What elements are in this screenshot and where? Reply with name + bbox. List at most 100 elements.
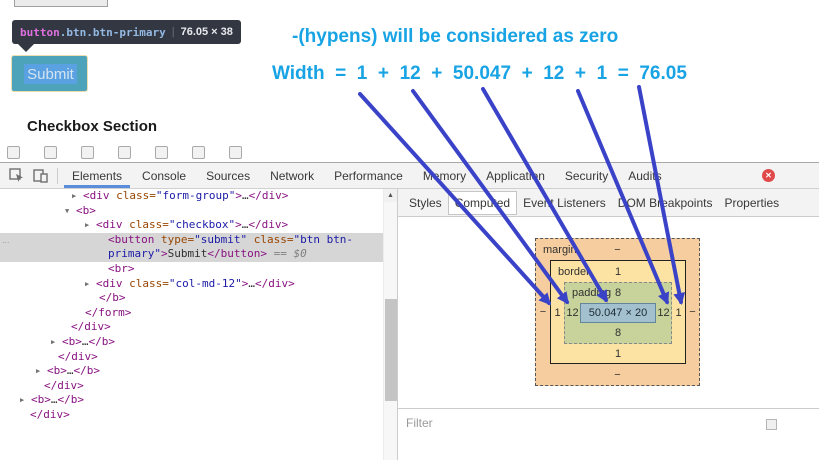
- border-right-value: 1: [675, 307, 682, 319]
- border-left-value: 1: [554, 307, 561, 319]
- code-segment: </div>: [58, 349, 98, 363]
- border-label: border: [558, 265, 590, 278]
- dom-node-row[interactable]: </b>: [0, 291, 383, 306]
- device-toolbar-icon[interactable]: [32, 168, 48, 184]
- tooltip-separator: |: [171, 26, 175, 38]
- dom-node-row[interactable]: </div>: [0, 350, 383, 365]
- text-input-partial[interactable]: [14, 0, 108, 7]
- dom-node-row[interactable]: ▼ <b>: [0, 204, 383, 219]
- dom-node-row[interactable]: ▶<div class="form-group">…</div>: [0, 189, 383, 204]
- collapsed-arrow-icon[interactable]: ▶: [20, 396, 25, 405]
- code-segment: >: [235, 218, 242, 232]
- panel-divider[interactable]: [397, 189, 398, 460]
- dom-node-row[interactable]: <br>: [0, 262, 383, 277]
- code-segment: class=: [109, 189, 156, 202]
- dom-node-row[interactable]: </div>: [0, 320, 383, 335]
- code-segment: <button: [108, 232, 155, 246]
- tooltip-dimensions: 76.05 × 38: [180, 26, 233, 38]
- checkbox-3[interactable]: [81, 146, 94, 159]
- checkbox-6[interactable]: [192, 146, 205, 159]
- code-segment: …: [241, 189, 249, 202]
- tab-application[interactable]: Application: [486, 168, 545, 183]
- tab-elements[interactable]: Elements: [62, 163, 132, 188]
- dom-node-row[interactable]: ▶<div class="checkbox">…</div>: [0, 218, 383, 233]
- dom-node-row[interactable]: ▶<b>…</b>: [0, 393, 383, 408]
- box-model-margin[interactable]: margin − − border 1 1: [535, 238, 700, 386]
- code-segment: …: [66, 364, 74, 378]
- code-segment: <br>: [108, 261, 135, 275]
- dom-node-row[interactable]: </form>: [0, 306, 383, 321]
- sidebar-tabs: Styles Computed Event Listeners DOM Breakpo…: [398, 189, 819, 217]
- code-segment: "col-md-12": [168, 276, 242, 290]
- inspect-tooltip: button.btn.btn-primary | 76.05 × 38: [12, 20, 241, 44]
- code-segment: >: [235, 189, 242, 202]
- collapsed-arrow-icon[interactable]: ▶: [85, 221, 90, 230]
- tooltip-caret: [18, 44, 34, 52]
- box-model-border[interactable]: border 1 1 padding 8 12: [550, 260, 686, 364]
- sidebar-tab-properties[interactable]: Properties: [724, 195, 780, 210]
- scrollbar-thumb[interactable]: [385, 299, 397, 401]
- elements-scrollbar[interactable]: ▲: [383, 189, 397, 460]
- checkbox-7[interactable]: [229, 146, 242, 159]
- padding-bottom-value: 8: [614, 327, 622, 339]
- filter-bar: [398, 408, 819, 460]
- dom-node-row[interactable]: ▶<b>…</b>: [0, 364, 383, 379]
- sidebar-tab-computed[interactable]: Computed: [447, 190, 518, 215]
- collapsed-arrow-icon[interactable]: ▶: [36, 367, 41, 376]
- code-segment: </div>: [44, 378, 84, 392]
- sidebar-tab-event-listeners[interactable]: Event Listeners: [523, 195, 606, 210]
- code-segment: type=: [154, 232, 195, 246]
- padding-top-value: 8: [614, 287, 622, 299]
- tab-audits[interactable]: Audits: [628, 168, 662, 183]
- checkbox-4[interactable]: [118, 146, 131, 159]
- dom-node-row[interactable]: </div>: [0, 408, 383, 423]
- devtools-sidebar: Styles Computed Event Listeners DOM Breakpo…: [398, 189, 819, 460]
- dom-node-row[interactable]: <button type="submit" class="btn btn-: [0, 232, 383, 248]
- tab-network[interactable]: Network: [270, 168, 315, 183]
- checkbox-2[interactable]: [44, 146, 57, 159]
- submit-button-content-highlight: Submit: [24, 64, 77, 84]
- checkbox-row: [7, 146, 242, 159]
- border-top-value: 1: [614, 265, 622, 278]
- collapsed-arrow-icon[interactable]: ▶: [85, 279, 90, 288]
- dom-node-row[interactable]: ▶<div class="col-md-12">…</div>: [0, 277, 383, 292]
- tab-console[interactable]: Console: [142, 168, 187, 183]
- tab-memory[interactable]: Memory: [422, 168, 467, 183]
- dom-node-row[interactable]: </div>: [0, 379, 383, 394]
- inspect-element-icon[interactable]: [8, 168, 24, 184]
- filter-input[interactable]: [406, 413, 606, 433]
- code-segment: …: [50, 393, 58, 407]
- box-model-content[interactable]: 50.047 × 20: [580, 303, 656, 323]
- tab-sources[interactable]: Sources: [206, 168, 251, 183]
- checkbox-1[interactable]: [7, 146, 20, 159]
- code-segment: </div>: [248, 218, 289, 232]
- tab-performance[interactable]: Performance: [334, 168, 403, 183]
- code-segment: </div>: [248, 189, 289, 202]
- code-segment: <div: [83, 189, 110, 202]
- code-segment: …: [81, 334, 89, 348]
- padding-right-value: 12: [657, 307, 670, 319]
- error-badge-icon[interactable]: ✕: [762, 169, 775, 182]
- margin-bottom-value: −: [614, 368, 621, 381]
- margin-top-value: −: [614, 243, 621, 256]
- dom-node-row[interactable]: primary">Submit</button> == $0: [0, 247, 383, 262]
- code-segment: class=: [122, 276, 169, 290]
- code-segment: </b>: [88, 334, 116, 348]
- tab-security[interactable]: Security: [564, 168, 609, 183]
- dom-node-row[interactable]: ▶<b>…</b>: [0, 335, 383, 350]
- sidebar-tab-dom-breakpoints[interactable]: DOM Breakpoints: [617, 195, 713, 210]
- code-segment: class=: [247, 232, 294, 246]
- collapsed-arrow-icon[interactable]: ▶: [51, 337, 56, 346]
- scroll-up-icon[interactable]: ▲: [384, 189, 397, 202]
- submit-button[interactable]: Submit: [11, 55, 88, 92]
- show-all-checkbox[interactable]: [766, 419, 777, 430]
- checkbox-5[interactable]: [155, 146, 168, 159]
- collapsed-arrow-icon[interactable]: ▶: [72, 192, 77, 200]
- code-segment: <b>: [76, 203, 96, 217]
- box-model-padding[interactable]: padding 8 12 50.047 × 20 12 8: [564, 282, 672, 344]
- expanded-arrow-icon[interactable]: ▼: [65, 206, 70, 215]
- code-segment: Submit: [167, 247, 208, 261]
- sidebar-tab-styles[interactable]: Styles: [409, 195, 442, 210]
- toolbar-separator: [57, 167, 58, 184]
- code-segment: <div: [96, 276, 123, 290]
